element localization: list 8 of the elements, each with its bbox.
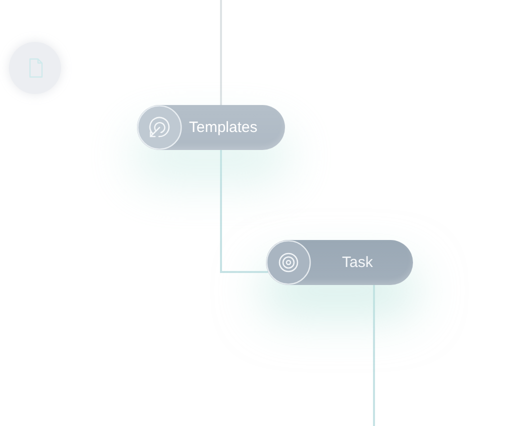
connector-line <box>373 285 375 426</box>
node-label: Task <box>341 254 373 272</box>
step-pill <box>137 105 285 150</box>
connector-line <box>220 0 222 105</box>
connector-line <box>220 150 268 273</box>
document-icon <box>9 42 61 94</box>
step-pill <box>266 240 413 285</box>
node-label: Templates <box>188 118 258 136</box>
